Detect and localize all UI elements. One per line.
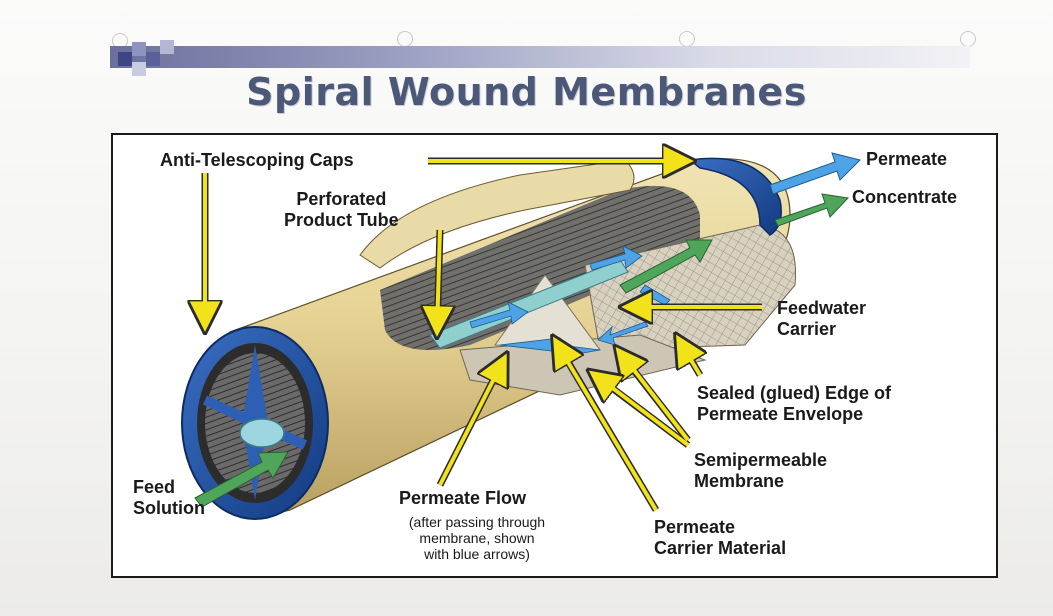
label-permeate-flow-note1: (after passing through [372, 514, 582, 530]
label-permeate-flow-note2: membrane, shown [372, 530, 582, 546]
label-permeate-carrier-material: Permeate Carrier Material [654, 517, 786, 558]
label-feedwater-line2: Carrier [777, 319, 866, 340]
label-sealed-line1: Sealed (glued) Edge of [697, 383, 891, 404]
label-feed-solution: Feed Solution [133, 477, 205, 518]
label-carrier-line2: Carrier Material [654, 538, 786, 559]
label-perforated-line2: Product Tube [284, 210, 399, 231]
label-perforated-line1: Perforated [284, 189, 399, 210]
label-perforated-product-tube: Perforated Product Tube [284, 189, 399, 230]
label-permeate-flow-note: (after passing through membrane, shown w… [372, 514, 582, 562]
label-semipermeable-line1: Semipermeable [694, 450, 827, 471]
label-permeate: Permeate [866, 149, 947, 170]
label-feed-line2: Solution [133, 498, 205, 519]
label-anti-telescoping-caps: Anti-Telescoping Caps [160, 150, 354, 171]
label-sealed-edge: Sealed (glued) Edge of Permeate Envelope [697, 383, 891, 424]
label-permeate-flow-note3: with blue arrows) [372, 546, 582, 562]
label-feedwater-line1: Feedwater [777, 298, 866, 319]
label-semipermeable-line2: Membrane [694, 471, 827, 492]
label-feedwater-carrier: Feedwater Carrier [777, 298, 866, 339]
label-permeate-flow: Permeate Flow [399, 488, 526, 509]
label-semipermeable-membrane: Semipermeable Membrane [694, 450, 827, 491]
label-feed-line1: Feed [133, 477, 205, 498]
label-carrier-line1: Permeate [654, 517, 786, 538]
label-concentrate: Concentrate [852, 187, 957, 208]
label-sealed-line2: Permeate Envelope [697, 404, 891, 425]
